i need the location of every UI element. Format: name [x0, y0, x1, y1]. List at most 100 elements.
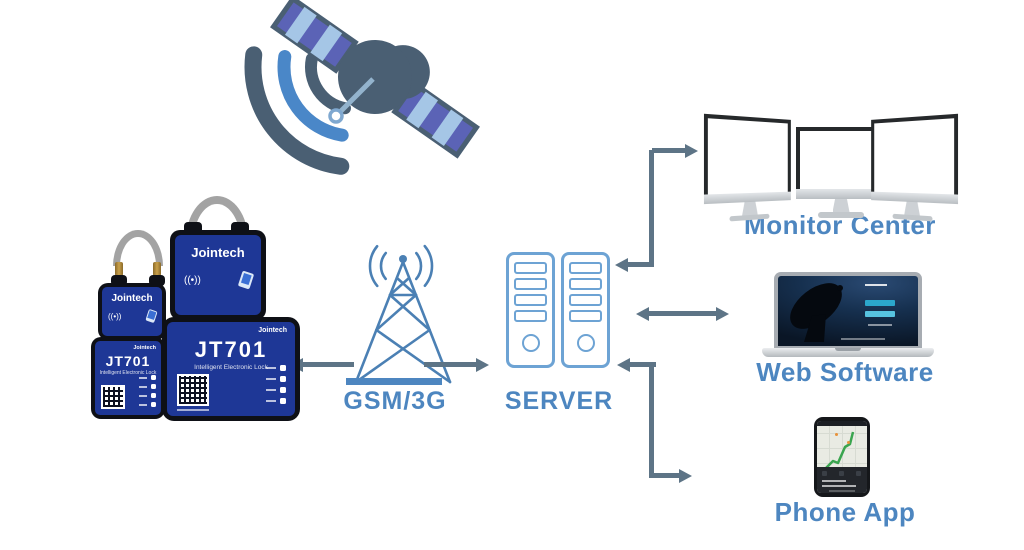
- arrow-line: [424, 362, 476, 367]
- gsm-label: GSM/3G: [343, 387, 447, 415]
- tower-antenna-dot: [399, 255, 407, 263]
- server-slot: [569, 294, 602, 306]
- monitor-right: [871, 113, 959, 224]
- led-dot: [280, 365, 286, 371]
- led-dot: [151, 402, 156, 407]
- tagline-label: Intelligent Electronic Lock: [99, 370, 157, 376]
- sheet-icon: [839, 471, 844, 476]
- model-label: JT701: [194, 337, 268, 362]
- satellite-antenna-tip: [328, 108, 344, 124]
- brand-logo: Jointech: [191, 245, 245, 260]
- monitor-screen: [871, 113, 959, 195]
- tagline-label: Intelligent Electronic Lock: [194, 364, 268, 371]
- phone-statusbar: [817, 421, 867, 426]
- server-slot: [569, 310, 602, 322]
- shackle-socket: [149, 275, 165, 286]
- shackle-socket: [111, 275, 127, 286]
- laptop-screen: [774, 272, 922, 348]
- server-tower: [506, 252, 555, 368]
- led-dot: [280, 387, 286, 393]
- arrow-line: [302, 362, 354, 367]
- server-tower: [561, 252, 610, 368]
- nfc-icon: ((•)): [184, 274, 201, 286]
- arrow-line: [649, 362, 654, 478]
- led-indicators: [266, 365, 286, 404]
- gsm-underline: [346, 378, 442, 385]
- sheet-text: [829, 490, 855, 492]
- qr-code: [177, 374, 209, 406]
- tower-wave: [368, 233, 434, 299]
- satellite-antenna: [339, 77, 375, 113]
- monitor-chin: [796, 189, 886, 199]
- satellite-wave-middle: [277, 0, 429, 143]
- monitor-base: [818, 212, 864, 218]
- led-dot: [280, 376, 286, 382]
- lock-lid: Jointech ((•)): [170, 230, 266, 320]
- phone-unlock-icon: [145, 308, 158, 324]
- led-dot: [151, 384, 156, 389]
- led-dot: [151, 375, 156, 380]
- arrow-to-monitors: [685, 144, 698, 158]
- arrow-line: [652, 473, 680, 478]
- laptop-base: [762, 348, 934, 357]
- satellite-dish-image: [790, 283, 843, 342]
- laptop-screen-content: [778, 276, 918, 346]
- arrow-line: [627, 262, 654, 267]
- laptop: [762, 272, 934, 357]
- led-indicators: [139, 375, 156, 407]
- arrow-to-server: [615, 258, 628, 272]
- server-slot: [569, 262, 602, 274]
- lock-body: Jointech JT701 Intelligent Electronic Lo…: [91, 337, 165, 419]
- monitor-screen: [703, 113, 791, 195]
- monitor-center: [796, 127, 886, 218]
- lock-lid: Jointech ((•)): [98, 283, 166, 340]
- server-slot: [514, 310, 547, 322]
- arrow-to-phone: [679, 469, 692, 483]
- monitor-stand: [904, 202, 920, 216]
- lock-body: Jointech JT701 Intelligent Electronic Lo…: [162, 317, 300, 421]
- phone-screen: [817, 421, 867, 493]
- satellite-wave-outer: [244, 0, 462, 176]
- arrow-to-laptop: [716, 307, 729, 321]
- monitor-stand: [832, 199, 850, 212]
- arrow-line: [652, 148, 686, 153]
- arrow-line: [648, 311, 718, 316]
- led-dot: [151, 393, 156, 398]
- gsm-tower-icon: [354, 233, 452, 384]
- server-button: [576, 334, 595, 352]
- monitor-stand: [742, 202, 758, 216]
- web-login-field: [864, 299, 895, 306]
- web-footer-text: [841, 337, 885, 340]
- arrow-line: [629, 362, 656, 367]
- brand-logo: Jointech: [111, 293, 153, 304]
- solar-panel-left: [270, 0, 359, 74]
- shackle-ferrule: [115, 262, 123, 276]
- server-slot: [514, 278, 547, 290]
- phone: [814, 417, 870, 497]
- sheet-icon: [822, 471, 827, 476]
- sheet-text: [822, 485, 856, 487]
- arrow-to-server: [636, 307, 649, 321]
- server-slot: [514, 294, 547, 306]
- server-slot: [569, 278, 602, 290]
- sheet-text: [822, 480, 846, 482]
- shackle-ferrule: [153, 262, 161, 276]
- web-login-button: [864, 311, 895, 317]
- server-button: [521, 334, 540, 352]
- arrow-to-server: [617, 358, 630, 372]
- model-label: JT701: [105, 353, 151, 369]
- qr-code: [101, 385, 125, 409]
- tower-wave: [368, 233, 434, 299]
- qr-caption: [177, 409, 209, 411]
- web-link-text: [867, 323, 892, 326]
- server-label: SERVER: [504, 387, 614, 415]
- brand-logo-small: Jointech: [133, 345, 156, 351]
- web-logo: [864, 284, 887, 287]
- shackle-cable: [113, 230, 163, 266]
- solar-panel-right: [391, 80, 480, 159]
- monitor-screen: [796, 127, 886, 189]
- monitor-left: [703, 113, 791, 224]
- led-dot: [280, 398, 286, 404]
- satellite-icon: [244, 0, 480, 176]
